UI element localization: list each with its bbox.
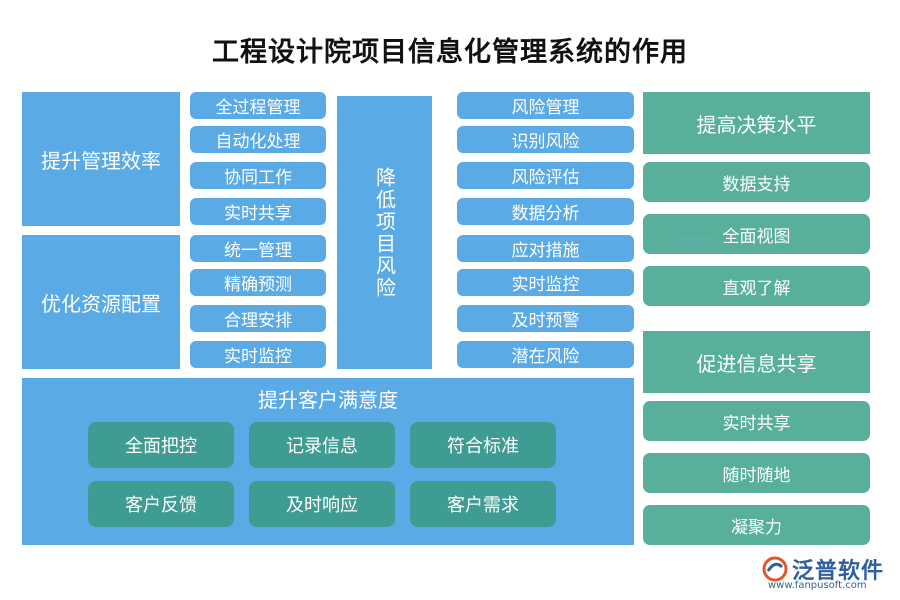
list-item: 实时共享: [190, 198, 326, 225]
list-item: 实时监控: [190, 341, 326, 368]
list-item: 数据支持: [643, 162, 870, 202]
list-item: 数据分析: [457, 198, 634, 225]
list-item: 统一管理: [190, 235, 326, 262]
list-item: 全过程管理: [190, 92, 326, 119]
block-optimize-resources: 优化资源配置: [22, 235, 180, 369]
list-item: 风险评估: [457, 162, 634, 189]
logo-url: www.fanpusoft.com: [768, 580, 867, 591]
block-info-sharing: 促进信息共享: [643, 331, 870, 393]
block-label: 提高决策水平: [696, 112, 817, 137]
list-item: 全面视图: [643, 214, 870, 254]
logo-text: 泛普软件: [792, 559, 885, 584]
block-improve-decisions: 提高决策水平: [643, 92, 870, 154]
list-item: 及时预警: [457, 305, 634, 332]
block-label: 降低项目风险: [372, 166, 397, 299]
list-item: 精确预测: [190, 269, 326, 296]
list-item: 及时响应: [249, 481, 395, 527]
block-label: 促进信息共享: [696, 351, 817, 376]
block-label: 提升客户满意度: [258, 388, 398, 412]
list-item: 协同工作: [190, 162, 326, 189]
block-improve-efficiency: 提升管理效率: [22, 92, 180, 226]
list-item: 记录信息: [249, 422, 395, 468]
list-item: 合理安排: [190, 305, 326, 332]
page-title: 工程设计院项目信息化管理系统的作用: [212, 37, 688, 68]
list-item: 实时共享: [643, 401, 870, 441]
list-item: 符合标准: [410, 422, 556, 468]
list-item: 客户反馈: [88, 481, 234, 527]
block-label: 提升管理效率: [41, 148, 161, 173]
watermark: 泛普软件: [671, 238, 711, 249]
list-item: 风险管理: [457, 92, 634, 119]
list-item: 自动化处理: [190, 126, 326, 153]
block-label: 优化资源配置: [41, 291, 161, 316]
list-item: 随时随地: [643, 453, 870, 493]
logo-icon: [762, 556, 788, 582]
list-item: 识别风险: [457, 126, 634, 153]
block-reduce-risk: 降低项目风险: [337, 96, 432, 369]
list-item: 客户需求: [410, 481, 556, 527]
list-item: 直观了解: [643, 266, 870, 306]
brand-logo: 泛普软件: [762, 553, 884, 585]
list-item: 潜在风险: [457, 341, 634, 368]
list-item: 凝聚力: [643, 505, 870, 545]
list-item: 应对措施: [457, 235, 634, 262]
list-item: 全面把控: [88, 422, 234, 468]
list-item: 实时监控: [457, 269, 634, 296]
